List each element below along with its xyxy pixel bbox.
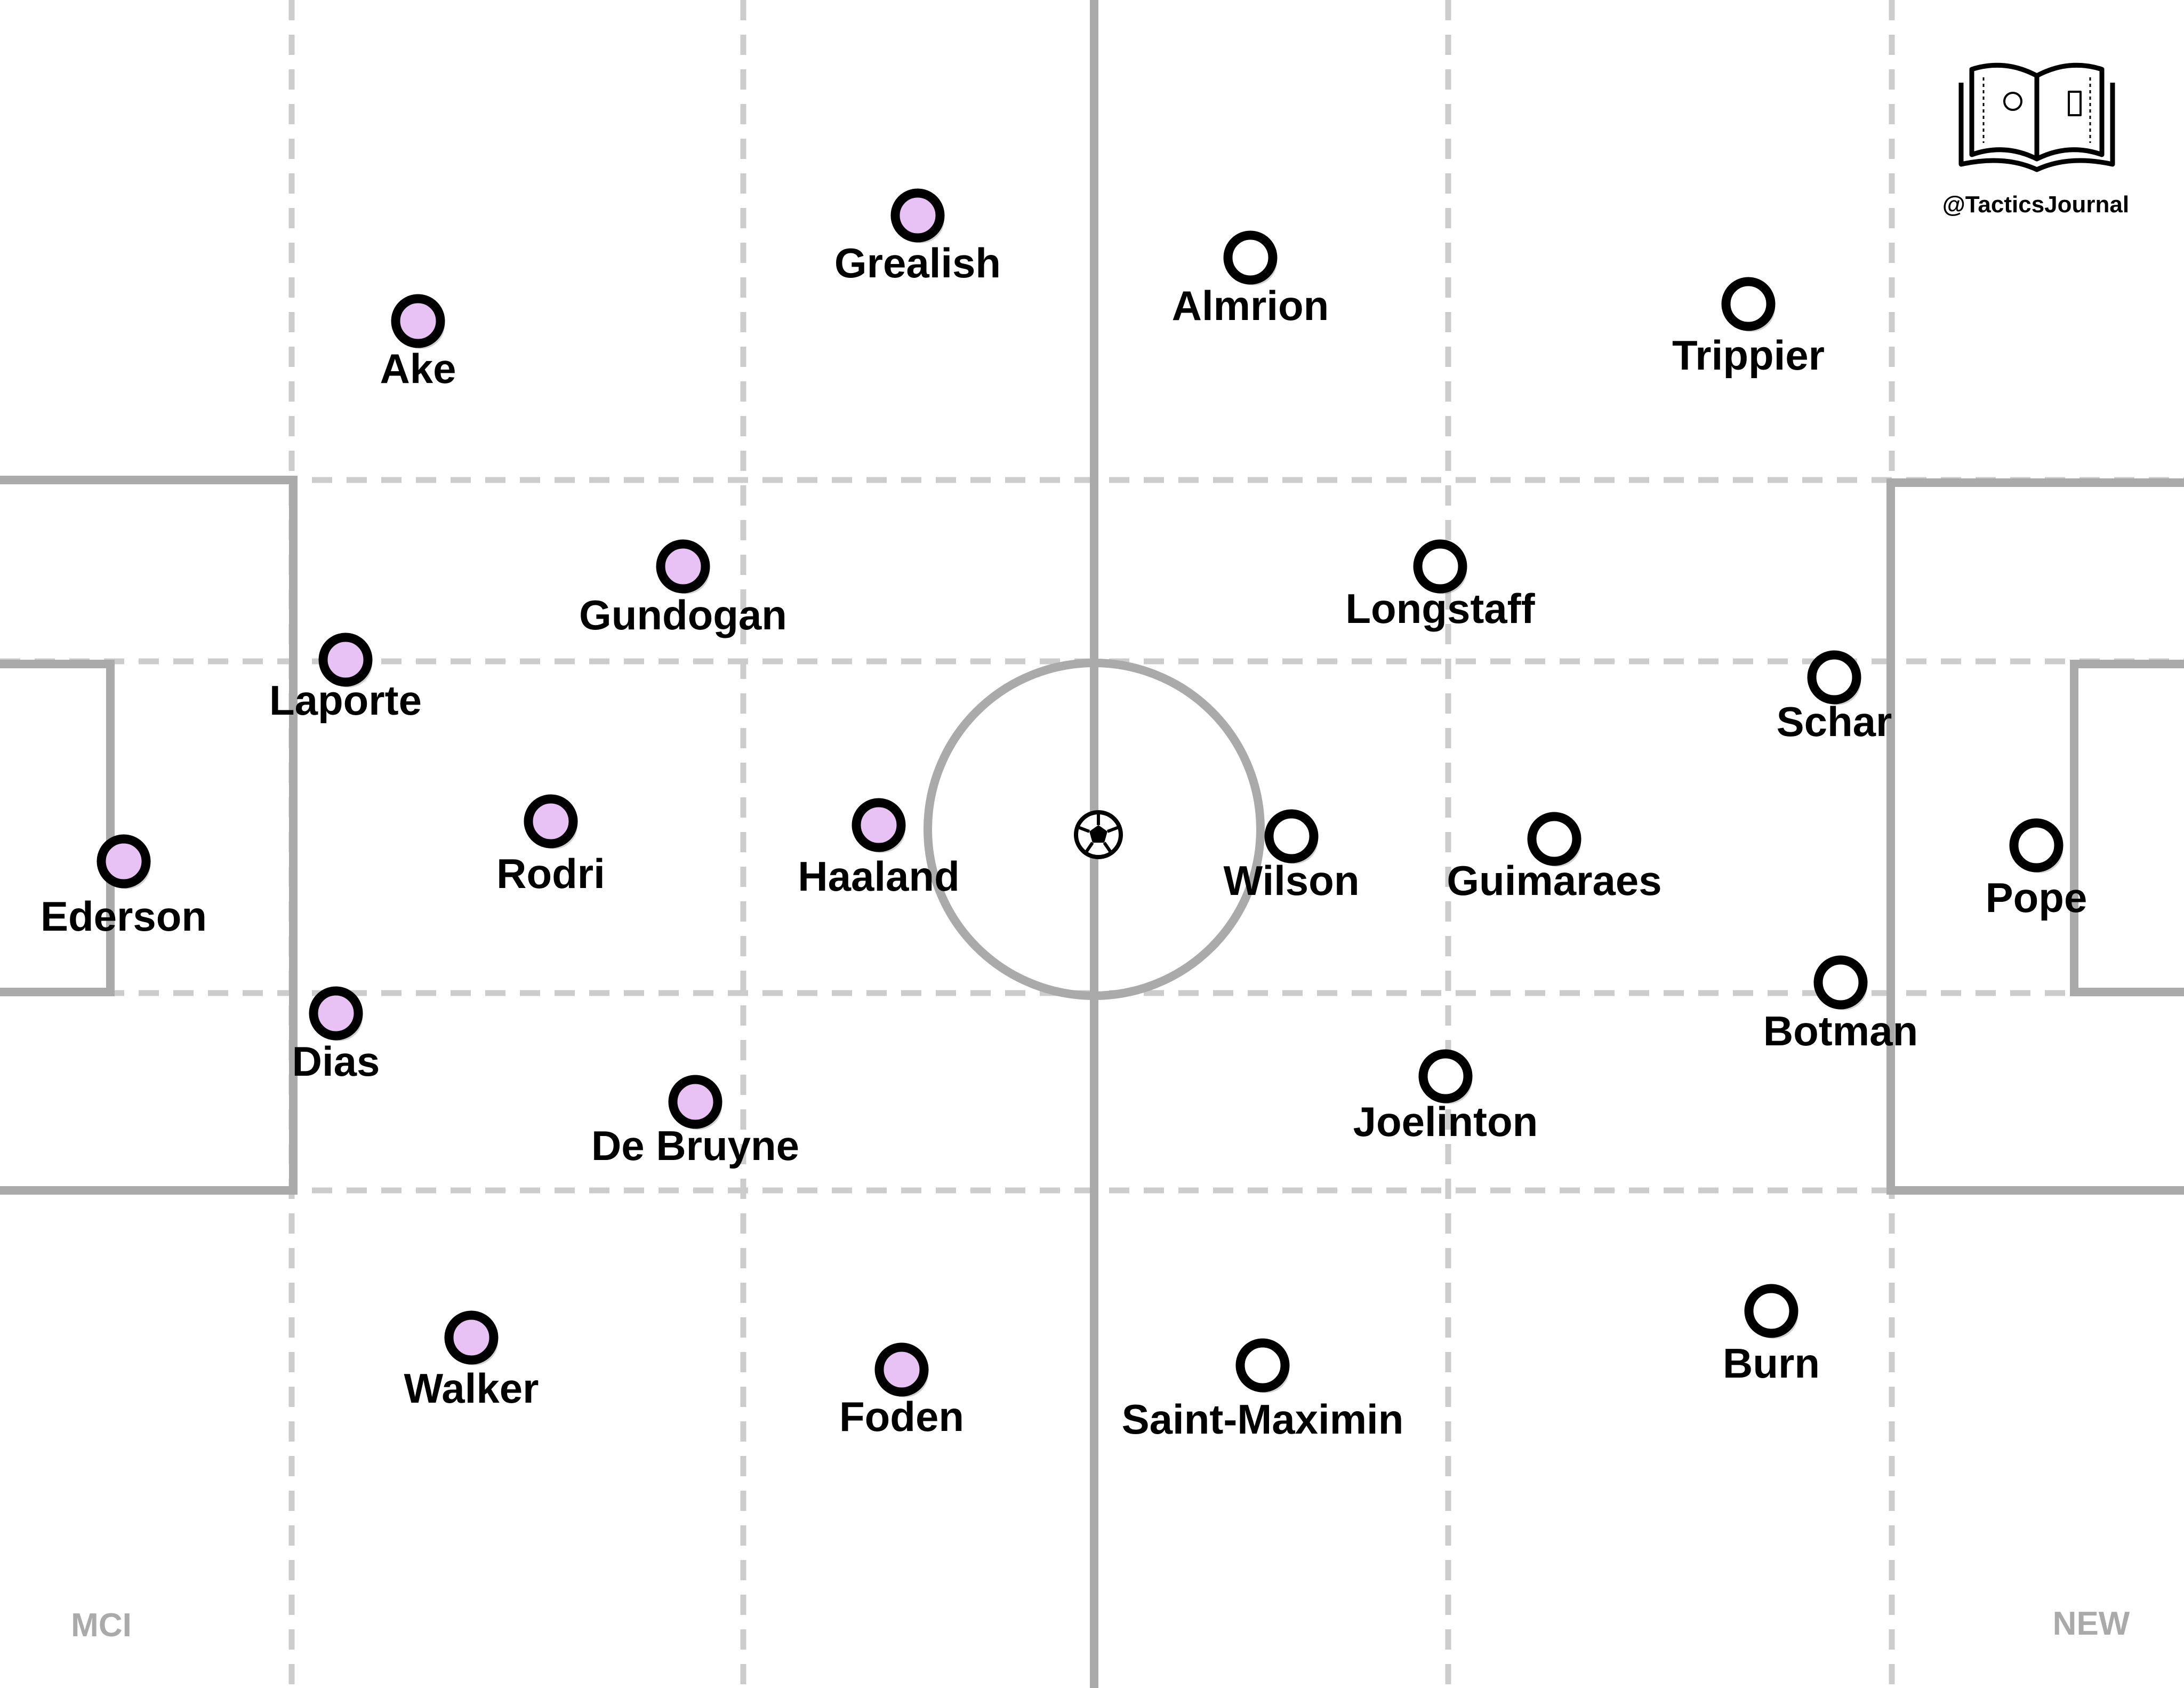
away-player: Botman <box>1763 955 1918 1054</box>
player-marker <box>1264 809 1319 863</box>
player-marker <box>874 1342 929 1397</box>
player-marker <box>97 834 151 889</box>
player-marker <box>668 1075 722 1129</box>
player-name: Foden <box>839 1393 964 1440</box>
player-marker <box>391 294 445 348</box>
away-player: Guimaraes <box>1447 812 1662 904</box>
player-marker <box>524 794 578 849</box>
player-marker <box>1418 1049 1473 1103</box>
player-marker <box>656 539 710 594</box>
player-marker <box>1223 230 1278 285</box>
away-player: Pope <box>1986 818 2087 921</box>
player-marker <box>1807 650 1861 705</box>
player-name: Burn <box>1723 1340 1820 1387</box>
player-marker <box>1413 539 1467 594</box>
away-player: Joelinton <box>1353 1049 1538 1145</box>
away-player: Schar <box>1777 650 1892 745</box>
away-player: Almrion <box>1172 230 1329 329</box>
player-marker <box>1235 1338 1290 1393</box>
player-marker <box>852 798 906 852</box>
player-name: Gundogan <box>579 591 787 638</box>
player-name: Laporte <box>269 677 422 724</box>
player-name: Ederson <box>41 893 207 940</box>
away-team-label: NEW <box>2053 1605 2130 1642</box>
player-name: Almrion <box>1172 282 1329 329</box>
player-name: Dias <box>292 1038 380 1085</box>
player-marker <box>1813 955 1868 1010</box>
right-six-yard-box <box>2070 660 2184 996</box>
open-book-pitch-icon <box>1958 62 2115 172</box>
away-player: Longstaff <box>1345 539 1536 632</box>
home-player: De Bruyne <box>591 1075 799 1169</box>
player-name: Ake <box>380 345 456 392</box>
away-player: Trippier <box>1672 277 1825 379</box>
home-player: Ederson <box>41 834 207 940</box>
player-name: Grealish <box>834 239 1001 286</box>
away-player: Wilson <box>1224 809 1360 904</box>
left-penalty-box <box>0 476 298 1195</box>
home-player: Ake <box>380 294 456 392</box>
player-marker <box>1721 277 1776 331</box>
player-name: Schar <box>1777 698 1892 745</box>
player-name: Longstaff <box>1345 585 1535 632</box>
home-player: Haaland <box>798 798 960 900</box>
player-marker <box>1744 1284 1798 1338</box>
player-marker <box>2009 818 2063 873</box>
home-player: Gundogan <box>579 539 787 638</box>
player-marker <box>309 986 363 1041</box>
player-name: Wilson <box>1224 857 1360 904</box>
left-six-yard-box <box>0 660 115 996</box>
player-name: Pope <box>1986 874 2087 921</box>
home-player: Foden <box>839 1342 964 1440</box>
player-marker <box>1527 812 1581 866</box>
player-name: Joelinton <box>1353 1098 1538 1145</box>
home-player: Walker <box>404 1310 539 1412</box>
player-name: Haaland <box>798 853 959 900</box>
home-player: Rodri <box>496 794 605 897</box>
home-team-label: MCI <box>71 1607 132 1644</box>
player-marker <box>890 188 945 243</box>
player-name: Rodri <box>496 850 605 897</box>
player-name: De Bruyne <box>591 1122 799 1169</box>
away-player: Burn <box>1723 1284 1820 1387</box>
player-name: Saint-Maximin <box>1122 1396 1404 1443</box>
away-player: Saint-Maximin <box>1122 1338 1404 1443</box>
player-name: Guimaraes <box>1447 857 1661 904</box>
centre-circle <box>924 659 1265 1000</box>
football-icon <box>1074 810 1123 859</box>
player-marker <box>318 633 373 687</box>
home-player: Dias <box>292 986 380 1085</box>
brand-handle: @TacticsJournal <box>1942 191 2129 218</box>
home-player: Laporte <box>269 633 422 724</box>
player-marker <box>444 1310 499 1365</box>
home-player: Grealish <box>834 188 1001 286</box>
player-name: Botman <box>1763 1007 1918 1054</box>
player-name: Trippier <box>1672 332 1825 379</box>
player-name: Walker <box>404 1365 539 1412</box>
right-penalty-box <box>1886 478 2184 1195</box>
